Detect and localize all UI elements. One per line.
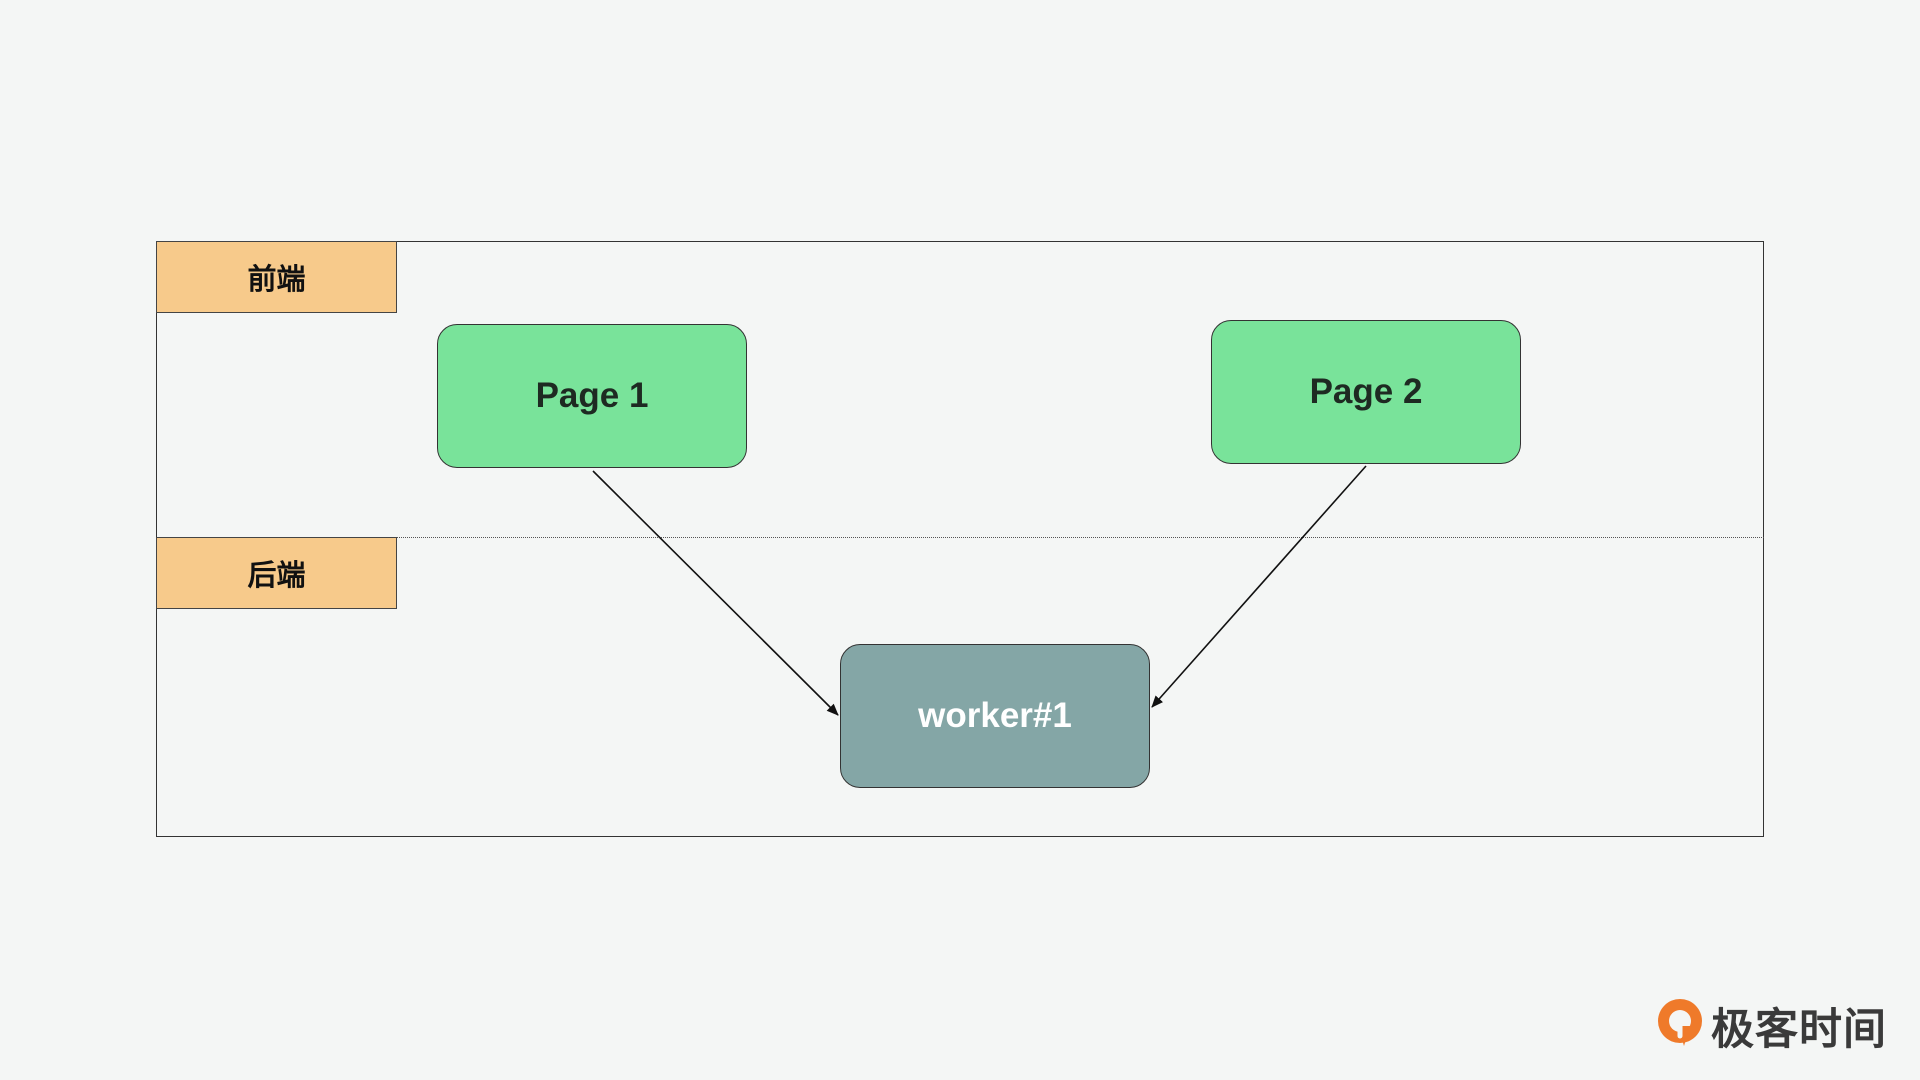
page-2-node: Page 2 xyxy=(1211,320,1521,464)
geektime-logo-icon xyxy=(1658,999,1702,1046)
frontend-layer-label: 前端 xyxy=(156,241,397,313)
page-1-node: Page 1 xyxy=(437,324,747,468)
backend-layer-label: 后端 xyxy=(156,537,397,609)
worker-1-node: worker#1 xyxy=(840,644,1150,788)
brand-logo: 极客时间 xyxy=(1655,995,1887,1057)
layer-divider xyxy=(156,537,1764,538)
brand-logo-text: 极客时间 xyxy=(1711,1005,1887,1055)
